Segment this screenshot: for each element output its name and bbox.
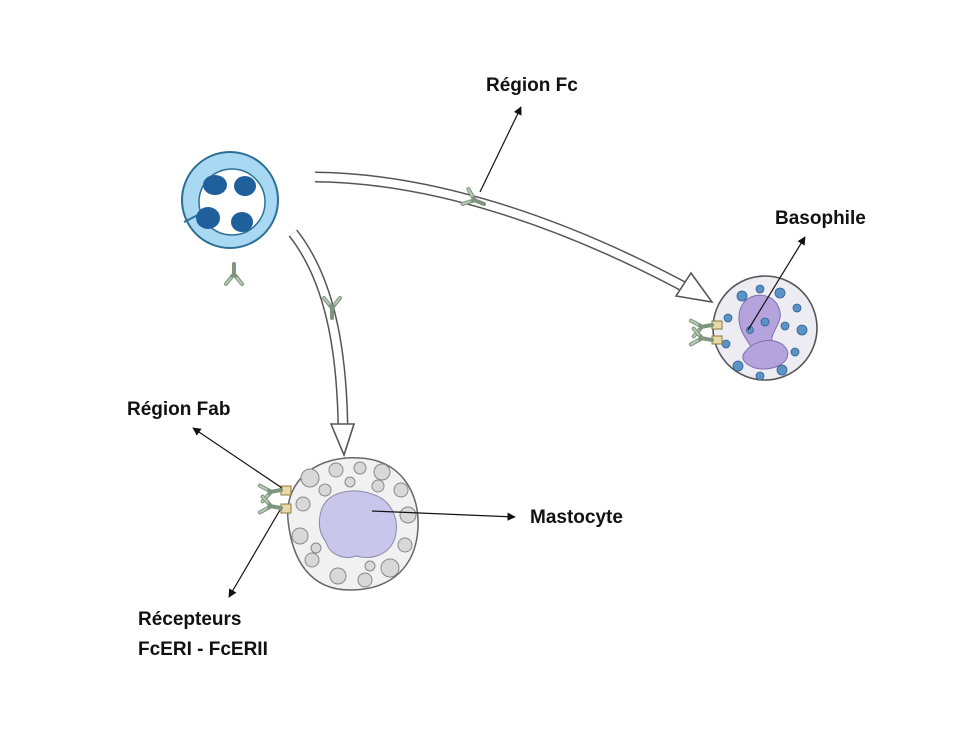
label-recepteurs-types: FcERI - FcERII — [138, 637, 268, 663]
pointer-region-fab — [193, 428, 282, 488]
label-recepteurs: Récepteurs — [138, 607, 242, 633]
mast-cell — [260, 458, 418, 590]
label-basophile: Basophile — [775, 206, 866, 232]
nucleus-lobe — [196, 207, 220, 229]
pointer-recepteurs — [229, 510, 280, 597]
antibody-icon — [691, 329, 713, 348]
nucleus-lobe — [234, 176, 256, 196]
pointer-region-fc — [480, 107, 521, 192]
plasma-cell — [182, 152, 278, 284]
label-region-fab: Région Fab — [127, 397, 230, 423]
label-region-fc: Région Fc — [486, 73, 578, 99]
antibody-icon — [260, 497, 282, 516]
nucleus-lobe — [231, 212, 253, 232]
antibody-icon — [226, 264, 242, 284]
antibody-icon — [691, 317, 713, 336]
label-mastocyte: Mastocyte — [530, 505, 623, 531]
nucleus-lobe — [203, 175, 227, 195]
arrow-to-mastocyte — [293, 233, 354, 455]
arrow-to-basophil — [315, 177, 712, 302]
basophil — [691, 276, 817, 380]
